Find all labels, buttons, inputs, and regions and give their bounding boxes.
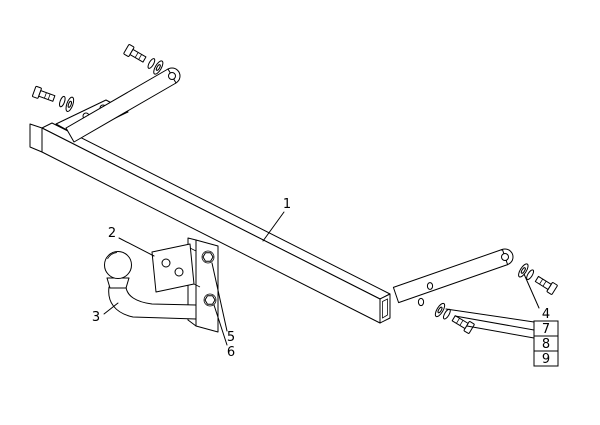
part-label-9: 9: [542, 352, 550, 367]
flat-washer-hole: [67, 100, 72, 108]
part-label-6: 6: [227, 345, 235, 360]
spring-washer: [59, 95, 66, 108]
crossbar-left-end-cap: [29, 123, 43, 153]
flange-hole-upper: [161, 258, 171, 268]
crossbar-right-end-inner-wall: [382, 298, 388, 319]
bolt-shaft: [129, 48, 147, 63]
leader-line-9: [466, 325, 535, 339]
part-label-8: 8: [542, 337, 550, 352]
towball-assembly: [104, 237, 219, 333]
part-label-7: 7: [542, 322, 550, 337]
tow-ball-highlight: [107, 252, 118, 260]
leader-line-7: [445, 308, 535, 323]
right-mounting-arm: [392, 248, 514, 304]
bracket-bolt-upper-washer: [201, 250, 215, 264]
ball-collar: [106, 277, 130, 289]
bracket-bolt-upper: [202, 252, 214, 262]
spring-washer: [526, 269, 535, 280]
bolt-shaft: [534, 275, 552, 290]
bolt-thread-line: [44, 92, 47, 99]
flange-hole-lower: [174, 267, 184, 277]
right-arm-inner-hole: [426, 282, 434, 290]
bolt-thread-line: [539, 278, 544, 285]
left-lower-bolt-assembly: [32, 85, 75, 112]
bracket-bolt-lower: [204, 295, 216, 305]
part-label-3: 3: [92, 310, 100, 325]
part-label-5: 5: [227, 330, 235, 345]
bolt-thread-line: [47, 93, 51, 100]
leader-line-6: [213, 304, 228, 346]
bolt-thread-line: [459, 320, 464, 326]
right-arm-end-hole: [501, 253, 509, 261]
bolt-thread-line: [542, 280, 547, 287]
flange-to-bracket-edge: [193, 283, 201, 288]
flat-washer-hole: [437, 306, 443, 314]
leader-line-3: [103, 302, 119, 315]
part-label-1: 1: [283, 197, 291, 212]
flat-washer-hole: [520, 267, 526, 274]
leader-line-1: [262, 211, 285, 242]
spring-washer: [147, 58, 156, 69]
crossbar-right-end-face: [379, 293, 391, 324]
right-arm-plate: [392, 248, 509, 304]
bolt-thread-line: [134, 52, 139, 58]
right-lower-bolt-assembly: [434, 302, 475, 334]
leader-line-5: [211, 262, 228, 332]
right-upper-bolt-assembly: [518, 263, 558, 295]
left-arm-end-hole: [168, 72, 176, 80]
flange-plate: [151, 243, 195, 293]
tow-ball: [104, 251, 132, 279]
parts-callout-box: [533, 320, 559, 367]
flange-to-bracket-edge: [189, 247, 197, 252]
crossbar-bolt-hole: [417, 297, 425, 307]
callouts: 1 2 3 5 6 4 7 8 9: [92, 197, 559, 367]
main-crossbar: [29, 122, 425, 324]
leader-line-8: [454, 315, 535, 331]
leader-line-2: [118, 237, 155, 257]
swan-neck: [108, 286, 197, 320]
leader-line-4: [523, 273, 540, 309]
flat-washer-hole: [155, 64, 161, 71]
bolt-thread-line: [456, 318, 460, 324]
part-label-4: 4: [542, 307, 550, 322]
part-label-2: 2: [108, 226, 116, 241]
left-bracket-arm: [65, 68, 177, 143]
bolt-shaft: [38, 90, 56, 102]
bracket-bolt-lower-washer: [203, 293, 217, 307]
left-upper-bolt-assembly: [123, 44, 164, 75]
left-mounting-bracket: [55, 67, 181, 143]
bolt-thread-line: [138, 54, 142, 60]
